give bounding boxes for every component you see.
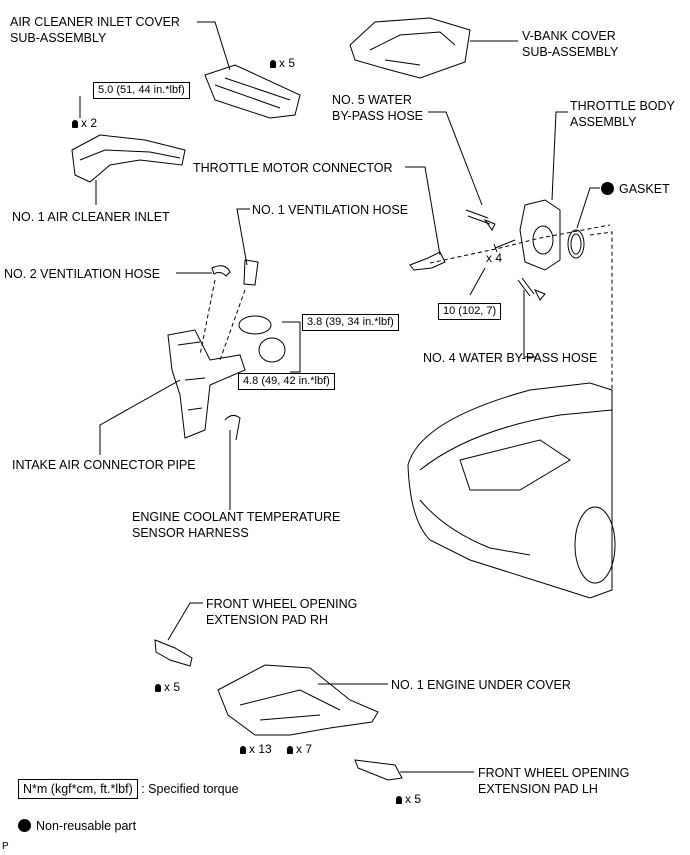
assembly-line-vent2: [219, 289, 246, 361]
label-no2-ventilation-hose: NO. 2 VENTILATION HOSE: [4, 267, 161, 281]
car-grille: [419, 499, 531, 556]
pad-lh-shape: [354, 759, 403, 781]
label-throttle-motor-connector: THROTTLE MOTOR CONNECTOR: [193, 161, 393, 175]
qty-pad-lh-clips-text: x 5: [405, 792, 422, 806]
throttle-clip-shape: [483, 218, 496, 231]
label-no1-ventilation-hose: NO. 1 VENTILATION HOSE: [252, 203, 409, 217]
v-bank-cover-shape: [349, 17, 471, 79]
label-intake-air-connector-pipe: INTAKE AIR CONNECTOR PIPE: [12, 458, 196, 472]
clamp-lower-shape: [258, 337, 286, 363]
assembly-line-throttle: [429, 224, 611, 264]
no4-clip-shape: [533, 289, 546, 301]
qty-throttle-bolts-text: x 4: [486, 251, 503, 265]
label-no1-engine-under-cover: NO. 1 ENGINE UNDER COVER: [391, 678, 571, 692]
label-v-bank-cover: V-BANK COVER SUB-ASSEMBLY: [522, 29, 619, 59]
bolt-icon: [287, 746, 293, 754]
car-wheel: [574, 506, 616, 584]
qty-pad-rh-clips: x 5: [155, 680, 180, 694]
clip-icon: [155, 684, 161, 692]
legend-non-reusable-text: Non-reusable part: [36, 819, 137, 833]
intake-pipe-detail: [177, 341, 206, 411]
leader-torque-throttle: [469, 267, 486, 296]
non-reusable-dot-icon: [601, 182, 614, 195]
air-cleaner-inlet-detail: [79, 149, 181, 161]
qty-cover-bolts: x 5: [270, 56, 295, 70]
bolt-icon: [240, 746, 246, 754]
car-outline-shape: [407, 382, 613, 599]
v-bank-cover-detail: [369, 31, 456, 66]
under-cover-detail: [239, 689, 341, 721]
corner-code: P: [2, 841, 9, 852]
no1-vent-hose-shape: [243, 259, 259, 286]
throttle-motor-connector-shape: [409, 251, 446, 271]
leader-throttle-motor: [405, 166, 441, 256]
no4-hose-shape: [517, 277, 535, 297]
label-no1-air-cleaner-inlet: NO. 1 AIR CLEANER INLET: [12, 210, 170, 224]
throttle-body-bore: [532, 225, 554, 255]
throttle-body-shape: [519, 199, 561, 271]
torque-throttle-body: 10 (102, 7): [438, 303, 502, 320]
qty-inlet-bolts-text: x 2: [81, 116, 98, 130]
bolt-icon: [72, 120, 78, 128]
qty-pad-lh-clips: x 5: [396, 792, 421, 806]
qty-under-cover-7: x 7: [287, 742, 312, 756]
no2-vent-hose-shape: [211, 265, 231, 277]
label-no4-water-bypass-hose: NO. 4 WATER BY-PASS HOSE: [423, 351, 598, 365]
assembly-line-gasket: [589, 231, 613, 445]
qty-throttle-bolts: x 4: [486, 251, 502, 265]
qty-under-cover-13-text: x 13: [249, 742, 272, 756]
intake-pipe-shape: [167, 329, 246, 439]
air-cleaner-inlet-cover-detail: [214, 77, 291, 109]
legend-torque-unit-box: N*m (kgf*cm, ft.*lbf): [18, 779, 138, 799]
leader-no1-vent: [236, 208, 250, 266]
label-front-wheel-pad-lh: FRONT WHEEL OPENING EXTENSION PAD LH: [478, 766, 630, 796]
gasket-shape: [567, 229, 585, 259]
legend-torque-text: : Specified torque: [141, 782, 239, 796]
leader-gasket: [576, 187, 600, 229]
legend-torque: N*m (kgf*cm, ft.*lbf) : Specified torque: [18, 779, 239, 799]
car-engine-detail: [459, 439, 571, 491]
leader-throttle-body: [551, 111, 568, 201]
label-throttle-body-assembly: THROTTLE BODY ASSEMBLY: [570, 99, 675, 129]
car-hood-line: [419, 409, 613, 471]
label-ect-sensor-harness: ENGINE COOLANT TEMPERATURE SENSOR HARNES…: [132, 510, 341, 540]
qty-under-cover-7-text: x 7: [296, 742, 313, 756]
label-front-wheel-pad-rh: FRONT WHEEL OPENING EXTENSION PAD RH: [206, 597, 358, 627]
clamp-upper-shape: [238, 315, 272, 335]
clip-icon: [396, 796, 402, 804]
label-gasket: GASKET: [601, 181, 670, 197]
leader-pad-rh: [167, 602, 203, 641]
bolt-icon: [270, 60, 276, 68]
assembly-line-vent: [199, 279, 216, 356]
qty-pad-rh-clips-text: x 5: [164, 680, 181, 694]
qty-inlet-bolts: x 2: [72, 116, 97, 130]
throttle-bolt-shape: [493, 239, 516, 253]
leader-torque-clamp-lower: [290, 322, 301, 373]
gasket-text: GASKET: [619, 182, 670, 196]
ect-harness-shape: [224, 414, 241, 441]
gasket-inner: [570, 233, 582, 255]
leader-no4-hose: [523, 290, 536, 358]
label-no5-water-bypass-hose: NO. 5 WATER BY-PASS HOSE: [332, 93, 424, 123]
non-reusable-dot-icon: [18, 819, 31, 832]
qty-under-cover-13: x 13: [240, 742, 272, 756]
qty-cover-bolts-text: x 5: [279, 56, 296, 70]
legend-non-reusable: Non-reusable part: [18, 819, 136, 833]
pad-rh-shape: [154, 639, 193, 667]
under-cover-shape: [217, 664, 379, 736]
torque-clamp-lower: 4.8 (49, 42 in.*lbf): [238, 373, 335, 390]
leader-air-cleaner-cover: [197, 21, 231, 71]
leader-intake-pipe: [99, 379, 181, 455]
torque-air-cleaner-inlet: 5.0 (51, 44 in.*lbf): [93, 82, 190, 99]
leader-no5-hose: [428, 111, 483, 206]
torque-clamp-upper: 3.8 (39, 34 in.*lbf): [302, 314, 399, 331]
air-cleaner-inlet-shape: [71, 134, 186, 183]
label-air-cleaner-inlet-cover: AIR CLEANER INLET COVER SUB-ASSEMBLY: [10, 15, 180, 45]
air-cleaner-inlet-cover-shape: [204, 64, 301, 119]
